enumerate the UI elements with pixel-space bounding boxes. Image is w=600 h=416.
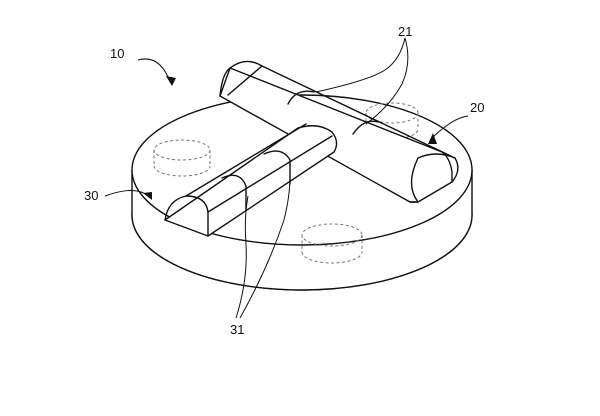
label-20: 20 bbox=[470, 100, 484, 115]
label-30: 30 bbox=[84, 188, 98, 203]
label-10: 10 bbox=[110, 46, 124, 61]
label-31: 31 bbox=[230, 322, 244, 337]
leader-10 bbox=[138, 59, 170, 82]
leader-21-a bbox=[316, 38, 405, 92]
arrow-10 bbox=[166, 76, 176, 86]
label-21: 21 bbox=[398, 24, 412, 39]
